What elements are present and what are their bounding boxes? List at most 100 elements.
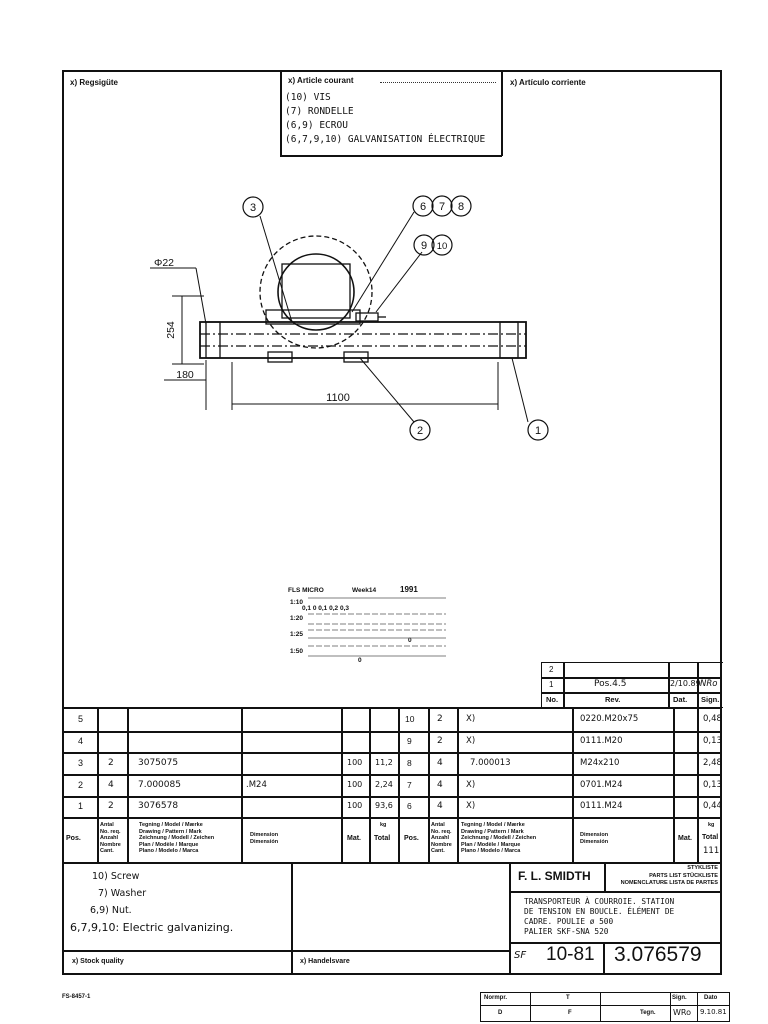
- antal-cell: 4: [108, 780, 114, 790]
- drawing-cell: 7.000085: [138, 780, 181, 790]
- description-line: CADRE. POULIE ø 500: [524, 917, 614, 926]
- article-line: (7) RONDELLE: [285, 106, 354, 117]
- leader-3: [259, 215, 293, 323]
- description-block: TRANSPORTEUR À COURROIE. STATION DE TENS…: [524, 897, 674, 937]
- header-dimension: Dimension Dimensión: [250, 832, 279, 845]
- antal-cell: 2: [437, 714, 443, 724]
- stamp-t: T: [566, 995, 570, 1001]
- leader-1: [511, 357, 529, 423]
- balloon-10: [431, 234, 453, 256]
- micro-ticks: 0,1 0 0,1 0,2 0,3: [302, 605, 349, 612]
- antal-cell: 2: [108, 801, 114, 811]
- header-antal: Antal No. req. Anzahl Nombre Cant.: [100, 822, 121, 854]
- doc-initials: SF: [514, 950, 527, 961]
- micro-week: Week14: [352, 587, 376, 594]
- stamp-tegn: Tegn.: [640, 1010, 656, 1016]
- rev-1-date: 2/10.89: [670, 679, 701, 688]
- top-right-label: x) Artículo corriente: [510, 78, 586, 87]
- footer-left: x) Stock quality: [72, 958, 124, 965]
- header-mat-right: Mat.: [678, 835, 692, 842]
- total-cell: 0,44: [703, 801, 722, 811]
- total-cell: 0,13: [703, 780, 722, 790]
- antal-cell: 4: [437, 801, 443, 811]
- top-divider-1: [280, 70, 282, 156]
- header-tegning: Tegning / Model / Mærke Drawing / Patter…: [139, 822, 215, 854]
- stamp-f: F: [568, 1010, 572, 1016]
- dim-180-label: 180: [176, 369, 194, 381]
- balloon-10-label: 10: [437, 241, 448, 252]
- stamp-sign: Sign.: [672, 995, 687, 1001]
- balloon-8-label: 8: [458, 201, 464, 213]
- mat-cell: 100: [347, 780, 363, 789]
- total-cell: 11,2: [375, 758, 393, 767]
- dim-254-label: 254: [165, 321, 177, 339]
- stamp-dato: Dato: [704, 995, 718, 1001]
- dimension-cell: .M24: [246, 780, 267, 790]
- approval-stamp: [480, 992, 730, 1022]
- drawing-cell: 3076578: [138, 801, 179, 811]
- rev-header-no: No.: [546, 695, 559, 704]
- top-divider-2: [501, 70, 503, 156]
- rev-no-1: 1: [549, 680, 554, 689]
- balloon-9: [413, 234, 435, 256]
- header-pos-right: Pos.: [404, 835, 419, 842]
- header-kg-right: kg: [708, 822, 715, 828]
- micro-zero-2: 0: [358, 657, 362, 664]
- article-line: (6,7,9,10) GALVANISATION ÉLECTRIQUE: [285, 134, 486, 145]
- description-line: PALIER SKF-SNA 520: [524, 927, 609, 936]
- leader-6-7-8: [351, 211, 415, 313]
- pos-cell: 2: [78, 780, 84, 790]
- footer-mid: x) Handelsvare: [300, 958, 350, 965]
- pos-cell: 3: [78, 758, 84, 768]
- leader-2: [359, 357, 415, 423]
- technical-drawing: 3 6 7 8 9 10 2 1 Φ22 180 1100 254: [150, 195, 549, 441]
- notes-list: 10) Screw 7) Washer 6,9) Nut. 6,7,9,10: …: [70, 868, 233, 936]
- header-antal-right: Antal No. req. Anzahl Nombre Cant.: [431, 822, 452, 854]
- article-line: (6,9) ECROU: [285, 120, 348, 131]
- bearing-block: [281, 263, 351, 319]
- total-cell: 0,13: [703, 736, 722, 746]
- dimension-cell: 0701.M24: [580, 780, 623, 790]
- pos-cell: 7: [407, 780, 412, 790]
- article-list: (10) VIS (7) RONDELLE (6,9) ECROU (6,7,9…: [285, 91, 485, 147]
- note-line: 6,9) Nut.: [90, 905, 132, 916]
- grand-total: 111: [703, 846, 720, 856]
- top-mid-dots: [380, 82, 496, 83]
- stamp-d: D: [498, 1010, 503, 1016]
- stamp-normpr: Normpr.: [484, 995, 508, 1001]
- form-number: FS-8457-1: [62, 994, 91, 1000]
- frame-beam: [199, 321, 527, 359]
- micro-scale-4: 1:50: [290, 648, 303, 655]
- pos-cell: 8: [407, 758, 412, 768]
- drawing-cell: 7.000013: [470, 758, 511, 768]
- dimension-cell: 0111.M20: [580, 736, 623, 746]
- antal-cell: 2: [108, 758, 114, 768]
- leader-9-10: [375, 251, 423, 313]
- drawing-cell: 3075075: [138, 758, 179, 768]
- total-cell: 2,24: [375, 780, 393, 789]
- balloon-3: [242, 196, 264, 218]
- micro-title: FLS MICRO: [288, 587, 324, 594]
- rev-1-text: Pos.4.5: [594, 679, 627, 689]
- header-pos: Pos.: [66, 835, 81, 842]
- header-kg: kg: [380, 822, 387, 828]
- balloon-1-label: 1: [535, 425, 541, 437]
- stamp-tegn-date: 9.10.81: [700, 1008, 727, 1016]
- pos-cell: 9: [407, 736, 412, 746]
- note-line: 7) Washer: [98, 888, 147, 899]
- stamp-tegn-sign: WRo: [673, 1008, 692, 1017]
- drawing-cell: X): [466, 801, 476, 811]
- total-cell: 93,6: [375, 801, 393, 810]
- antal-cell: 4: [437, 780, 443, 790]
- description-line: DE TENSION EN BOUCLE. ÉLÉMENT DE: [524, 907, 675, 916]
- balloon-2-label: 2: [417, 425, 423, 437]
- pos-cell: 10: [405, 714, 415, 724]
- total-cell: 2,48: [703, 758, 722, 768]
- antal-cell: 2: [437, 736, 443, 746]
- balloon-6-label: 6: [420, 201, 426, 213]
- description-line: TRANSPORTEUR À COURROIE. STATION: [524, 897, 675, 906]
- micro-year: 1991: [400, 585, 418, 594]
- drawing-cell: X): [466, 714, 476, 724]
- drawing-frame: [62, 70, 722, 975]
- dim-1100-label: 1100: [326, 392, 350, 404]
